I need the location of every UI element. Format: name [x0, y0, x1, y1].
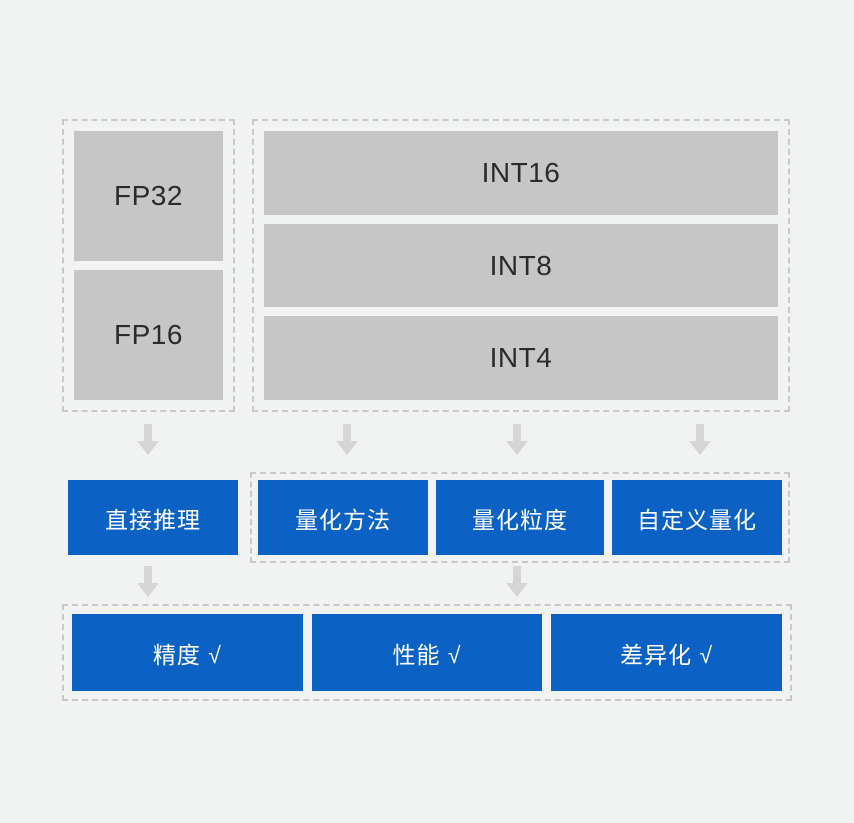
arrow-stem: [343, 424, 351, 441]
accuracy-result-box: 精度 √: [72, 614, 303, 691]
arrow-stem: [696, 424, 704, 441]
arrow-head: [137, 583, 159, 597]
arrow-head: [506, 441, 528, 455]
down-arrow-icon: [336, 424, 358, 455]
arrow-stem: [144, 424, 152, 441]
int4-box: INT4: [264, 316, 778, 401]
down-arrow-icon: [506, 424, 528, 455]
arrow-head: [506, 583, 528, 597]
arrow-stem: [513, 566, 521, 583]
direct-inference-box: 直接推理: [68, 480, 238, 555]
fp32-box: FP32: [74, 131, 223, 261]
int-formats-group: INT16 INT8 INT4: [252, 119, 790, 412]
arrow-head: [336, 441, 358, 455]
arrow-stem: [144, 566, 152, 583]
arrow-stem: [513, 424, 521, 441]
differentiation-result-box: 差异化 √: [551, 614, 783, 691]
quant-method-box: 量化方法: [258, 480, 428, 555]
down-arrow-icon: [506, 566, 528, 597]
down-arrow-icon: [137, 424, 159, 455]
int16-box: INT16: [264, 131, 778, 215]
int8-box: INT8: [264, 223, 778, 308]
arrow-head: [689, 441, 711, 455]
results-group: 精度 √ 性能 √ 差异化 √: [62, 604, 792, 701]
quant-granularity-box: 量化粒度: [436, 480, 604, 555]
custom-quant-box: 自定义量化: [612, 480, 782, 555]
float-formats-group: FP32 FP16: [62, 119, 235, 412]
down-arrow-icon: [689, 424, 711, 455]
down-arrow-icon: [137, 566, 159, 597]
performance-result-box: 性能 √: [311, 614, 543, 691]
fp16-box: FP16: [74, 270, 223, 400]
quantization-options-group: 量化方法 量化粒度 自定义量化: [250, 472, 790, 563]
arrow-head: [137, 441, 159, 455]
